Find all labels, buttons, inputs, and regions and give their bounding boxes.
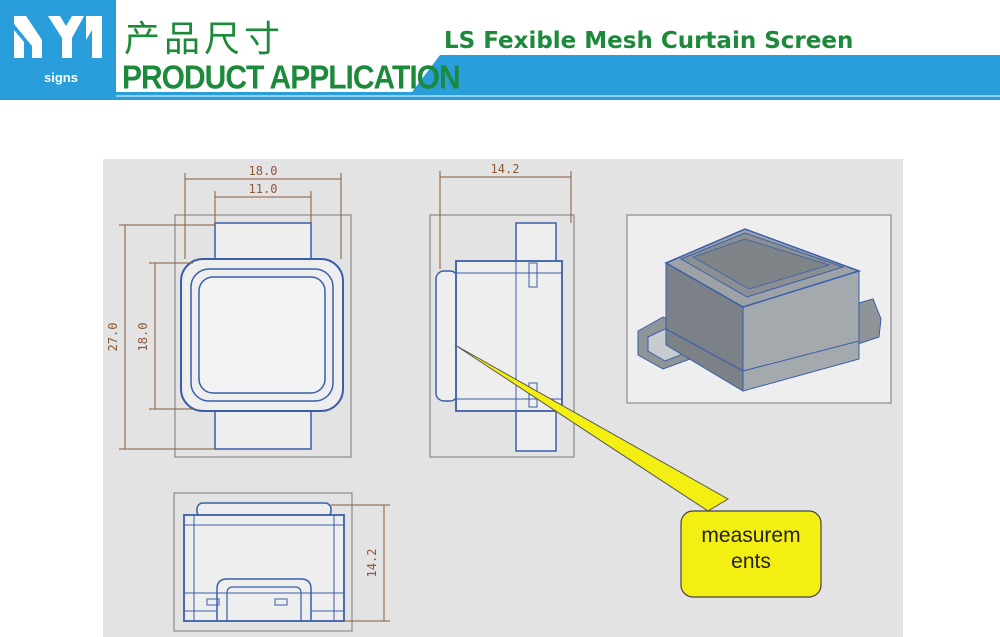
page-header: signs 产品尺寸 PRODUCT APPLICATION LS Fexibl… (0, 0, 1000, 100)
dim-height-inner: 18.0 (136, 323, 150, 352)
callout-line-1: measurem (701, 524, 801, 547)
front-view: 18.0 11.0 27.0 18.0 (106, 164, 352, 458)
dim-depth: 14.2 (491, 162, 520, 176)
side-view: 14.2 (429, 162, 575, 458)
dim-height-outer: 27.0 (106, 323, 120, 352)
product-name: LS Fexible Mesh Curtain Screen (444, 28, 854, 54)
technical-drawing-panel: 18.0 11.0 27.0 18.0 14.2 (103, 159, 903, 637)
chinese-title: 产品尺寸 (124, 19, 285, 60)
bottom-view: 14.2 (173, 492, 390, 632)
dim-width-outer: 18.0 (249, 164, 278, 178)
callout-line-2: ents (731, 550, 771, 573)
section-title: PRODUCT APPLICATION (122, 60, 461, 97)
measurements-callout (454, 344, 822, 598)
callout-text: measurem ents (681, 523, 821, 575)
technical-drawing: 18.0 11.0 27.0 18.0 14.2 (106, 162, 892, 632)
logo-mark-icon (14, 16, 102, 58)
dim-width-inner: 11.0 (249, 182, 278, 196)
isometric-view (626, 214, 892, 404)
logo-text: signs (44, 70, 78, 85)
header-banner (0, 0, 1000, 100)
dim-bottom-height: 14.2 (365, 549, 379, 578)
brand-logo: signs (0, 0, 116, 100)
